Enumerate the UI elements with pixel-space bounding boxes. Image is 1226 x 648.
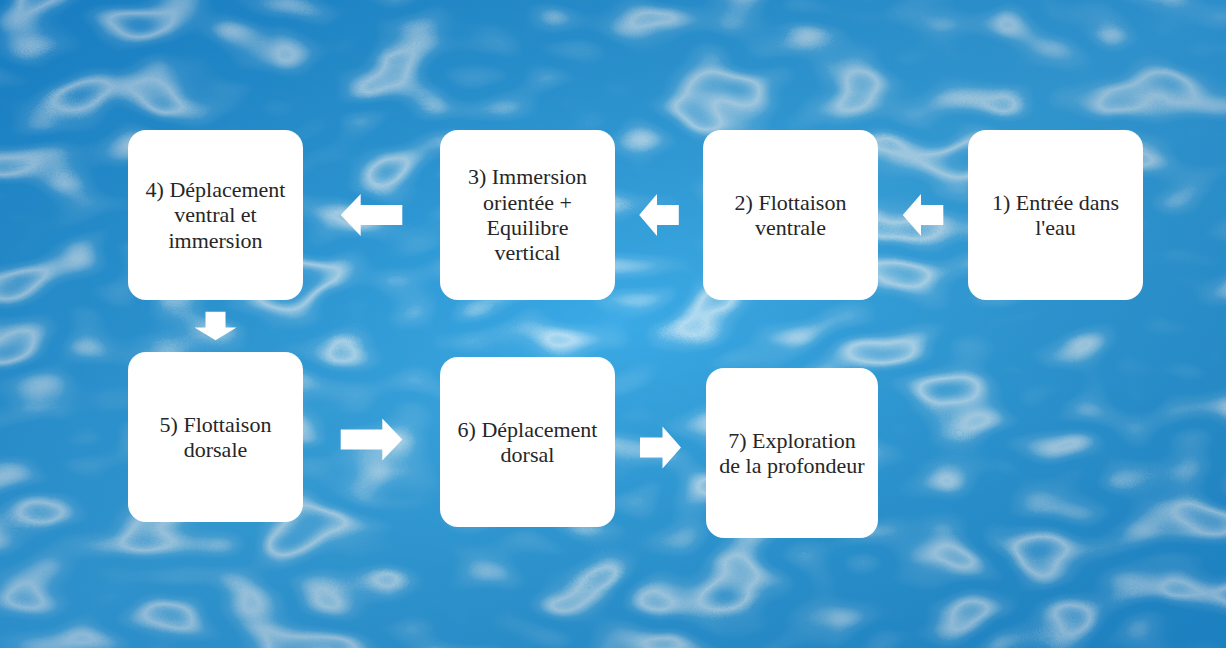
step-box: 6) Déplacement dorsal [440, 357, 615, 527]
block-arrow [640, 427, 681, 469]
step-label: 6) Déplacement dorsal [452, 417, 603, 468]
step-label: 3) Immersion orientée + Equilibre vertic… [452, 164, 603, 265]
block-arrow [195, 312, 237, 341]
step-label: 4) Déplacement ventral et immersion [140, 177, 291, 253]
step-box: 7) Exploration de la profondeur [706, 368, 878, 538]
block-arrow [341, 194, 403, 236]
step-box: 4) Déplacement ventral et immersion [128, 130, 303, 300]
step-label: 1) Entrée dans l'eau [980, 190, 1131, 241]
step-box: 2) Flottaison ventrale [703, 130, 878, 300]
block-arrow [639, 194, 679, 236]
block-arrow [903, 194, 944, 236]
step-box: 5) Flottaison dorsale [128, 352, 303, 522]
step-box: 3) Immersion orientée + Equilibre vertic… [440, 130, 615, 300]
step-box: 1) Entrée dans l'eau [968, 130, 1143, 300]
block-arrow [341, 419, 403, 461]
step-label: 2) Flottaison ventrale [715, 190, 866, 241]
step-label: 7) Exploration de la profondeur [718, 428, 866, 479]
step-label: 5) Flottaison dorsale [140, 412, 291, 463]
